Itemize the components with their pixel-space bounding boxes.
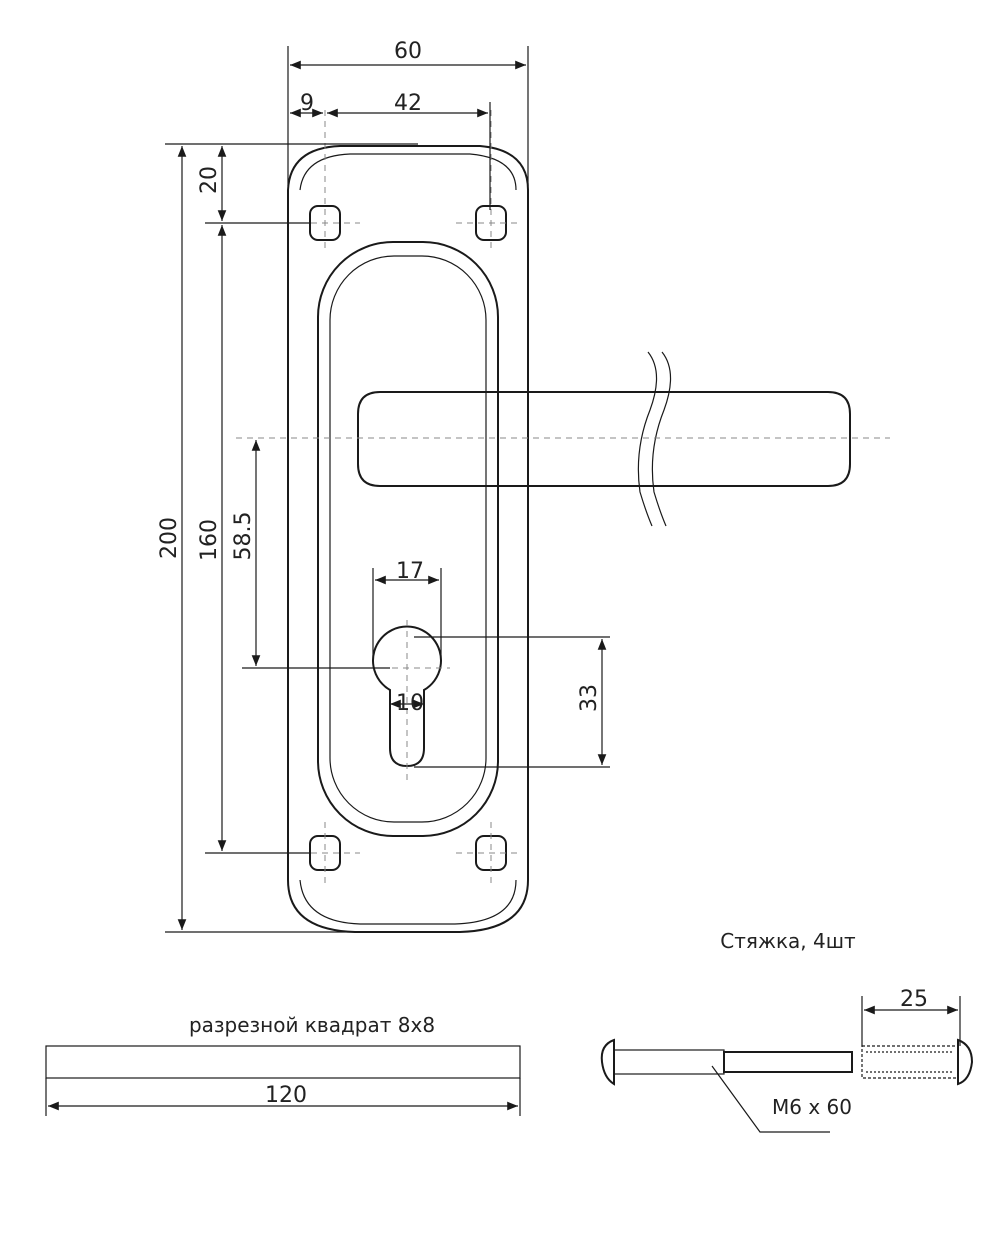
dim-label-58-5: 58.5 [231, 512, 256, 561]
dimension-screw-height: 160 [197, 225, 227, 851]
dim-label-9: 9 [300, 91, 314, 116]
dimension-handle-to-lock: 58.5 [231, 440, 261, 666]
screw-hole-top-right [456, 110, 520, 250]
dimension-screw-spacing: 42 [327, 91, 488, 118]
tie-bolt: 25 М6 х 60 [600, 987, 974, 1133]
dimension-plate-height: 200 [157, 146, 187, 930]
spindle-label: разрезной квадрат 8х8 [189, 1013, 435, 1037]
door-plate [287, 145, 529, 933]
dimension-top-to-screw: 20 [197, 146, 227, 221]
dim-label-17: 17 [396, 559, 424, 584]
dimension-cylinder-height: 33 [414, 636, 610, 768]
dimension-cylinder-slot: 10 [390, 691, 424, 716]
screw-hole-bottom-left [300, 822, 360, 888]
dim-label-20: 20 [197, 166, 222, 194]
dim-label-25: 25 [900, 987, 928, 1012]
ties-label: Стяжка, 4шт [720, 929, 856, 953]
dimension-cylinder-width: 17 [372, 559, 442, 662]
dimension-width-total: 60 [287, 39, 529, 186]
dim-label-60: 60 [394, 39, 422, 64]
dim-label-120: 120 [265, 1083, 307, 1108]
dim-label-200: 200 [157, 517, 182, 559]
screw-hole-bottom-right [456, 822, 520, 888]
lever-handle [236, 351, 890, 527]
dim-label-33: 33 [577, 684, 602, 712]
dim-label-160: 160 [197, 519, 222, 561]
dim-label-42: 42 [394, 91, 422, 116]
spindle-bar: 120 [45, 1045, 521, 1116]
dimension-screw-offset: 9 [290, 91, 491, 210]
bolt-label: М6 х 60 [772, 1095, 852, 1119]
dim-label-10: 10 [396, 691, 424, 716]
screw-hole-top-left [300, 110, 360, 250]
